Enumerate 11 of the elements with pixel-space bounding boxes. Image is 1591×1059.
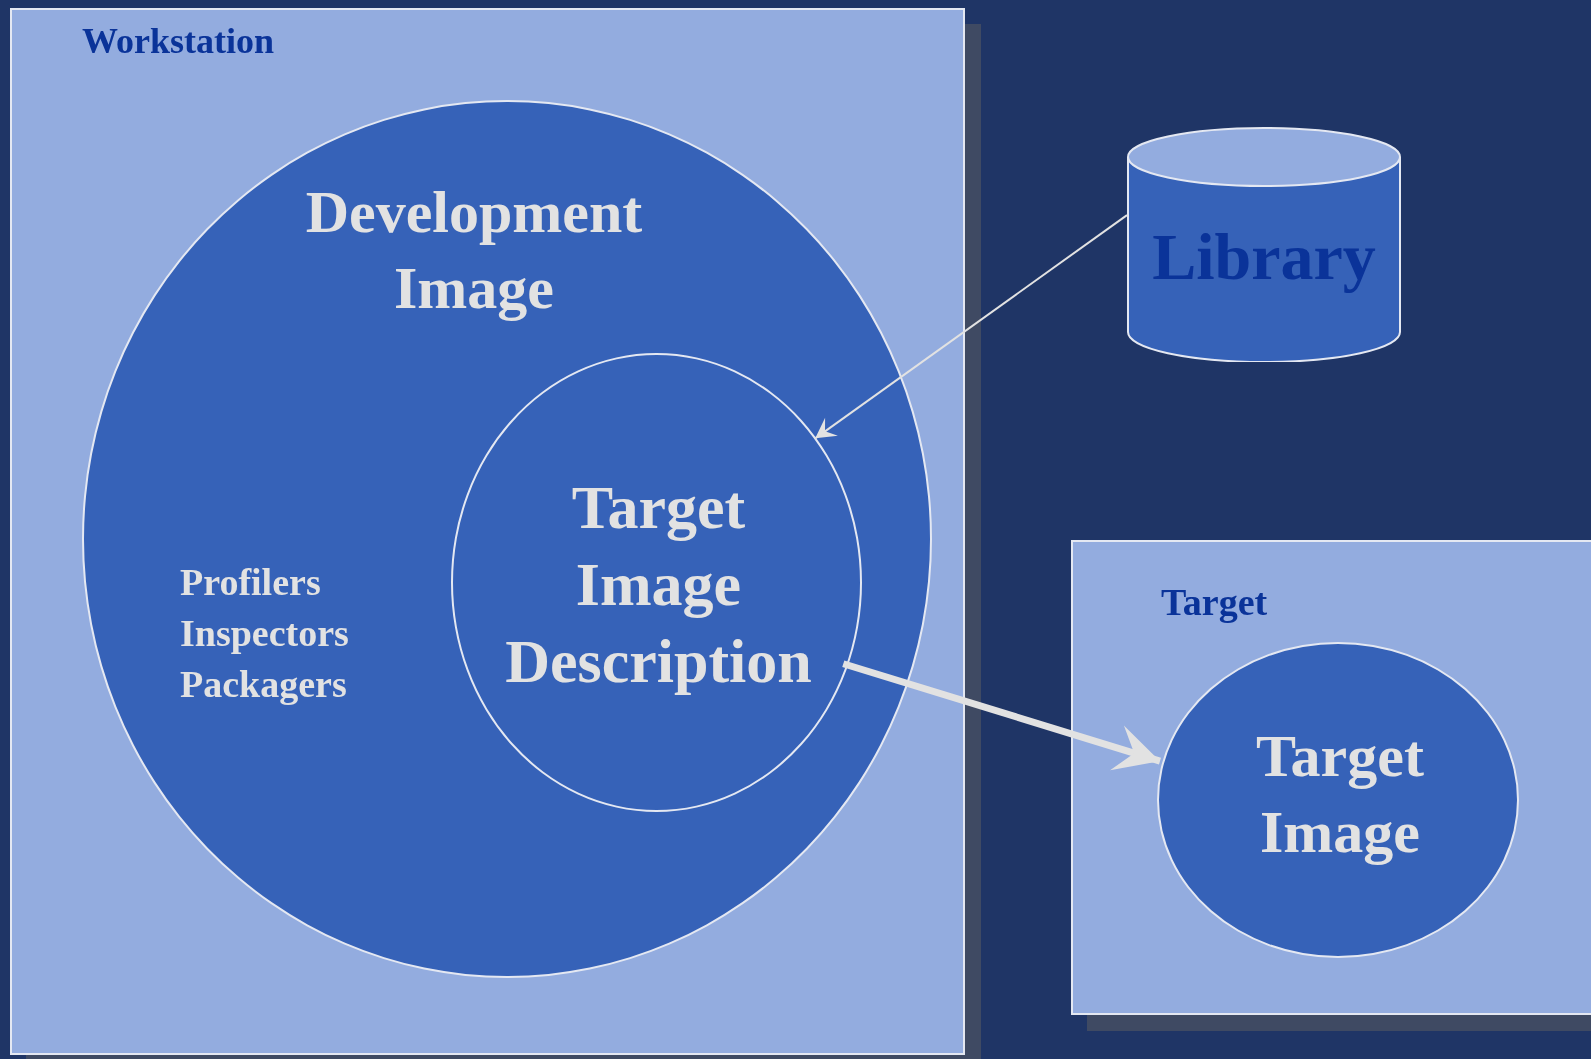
container-box	[10, 8, 965, 1055]
box-title: Target	[1161, 580, 1269, 625]
circle-title: Development Image	[304, 178, 644, 323]
database-cylinder	[1127, 127, 1401, 362]
arrow	[814, 214, 1128, 440]
circle-title: Target Image Description	[504, 472, 813, 697]
circle-title: Target Image	[1255, 722, 1425, 867]
box-title: Workstation	[82, 20, 276, 63]
tool-list: Profilers Inspectors Packagers	[180, 557, 440, 710]
container-box	[1071, 540, 1591, 1015]
arrow	[842, 660, 1162, 771]
